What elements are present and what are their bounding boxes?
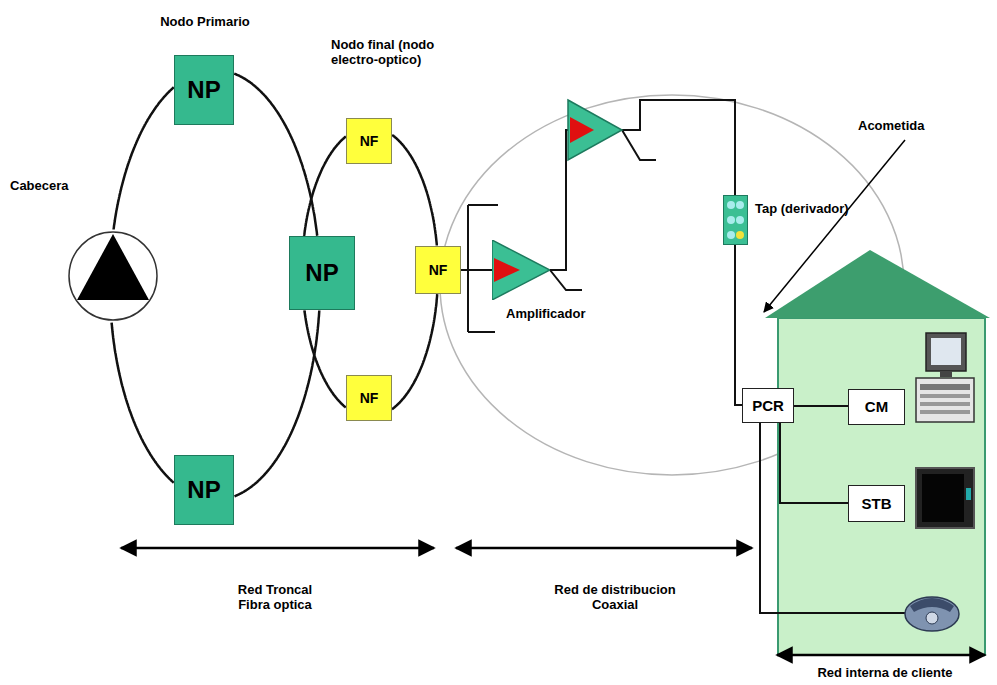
node-label: NF	[429, 262, 448, 278]
node-heading: Nodo Primario	[150, 14, 260, 29]
coax-cable	[461, 269, 492, 271]
node-label: STB	[862, 495, 892, 512]
node-label: NF	[360, 133, 379, 149]
customer-house	[765, 250, 990, 655]
coax-cable	[735, 245, 742, 405]
cable-modem-box: CM	[848, 389, 905, 425]
section-label: Red Troncal Fibra optica	[225, 582, 325, 612]
coax-cable	[550, 100, 735, 270]
primary-node: NPNodo Primario	[174, 55, 234, 125]
pcr-box: PCR	[742, 388, 794, 423]
fiber-link	[235, 311, 320, 497]
node-label: CM	[865, 398, 888, 415]
leader-arrow	[764, 140, 905, 312]
node-label: NF	[360, 390, 379, 406]
fiber-link	[392, 294, 437, 409]
final-node: NF	[415, 246, 461, 294]
fiber-link	[114, 87, 174, 229]
fiber-link	[112, 323, 174, 483]
node-heading: Tap (derivador)	[755, 201, 849, 216]
headend-circle: Cabecera	[67, 230, 159, 322]
node-heading: Cabecera	[10, 178, 69, 193]
callout-label: Acometida	[858, 118, 948, 133]
phone-wire	[760, 423, 905, 613]
fiber-link	[392, 135, 437, 246]
computer-icon	[916, 333, 974, 422]
node-heading: Amplificador	[506, 306, 585, 321]
coax-cable	[780, 423, 848, 503]
tap-symbol: Tap (derivador)	[723, 195, 748, 245]
primary-node: NP	[174, 455, 234, 525]
amplifier-symbol: Amplificador	[492, 240, 550, 300]
fiber-link	[234, 74, 317, 236]
fiber-link	[304, 310, 345, 407]
section-label: Red interna de cliente	[805, 665, 965, 680]
primary-node: NP	[289, 236, 355, 310]
node-label: NP	[305, 259, 338, 287]
section-brackets	[121, 548, 985, 655]
node-label: NP	[187, 476, 220, 504]
amplifier-symbol	[568, 100, 622, 160]
final-node: NFNodo final (nodo electro-optico)	[346, 118, 392, 164]
telephone-icon	[905, 597, 959, 631]
fiber-link	[304, 136, 346, 236]
final-node: NF	[346, 375, 392, 421]
tv-icon	[916, 468, 974, 528]
node-heading: Nodo final (nodo electro-optico)	[331, 37, 441, 67]
set-top-box: STB	[848, 485, 905, 522]
coax-cable	[794, 405, 848, 407]
node-label: NP	[187, 76, 220, 104]
node-label: PCR	[752, 397, 784, 414]
section-label: Red de distribucion Coaxial	[535, 582, 695, 612]
amplifier-branch	[622, 130, 656, 160]
